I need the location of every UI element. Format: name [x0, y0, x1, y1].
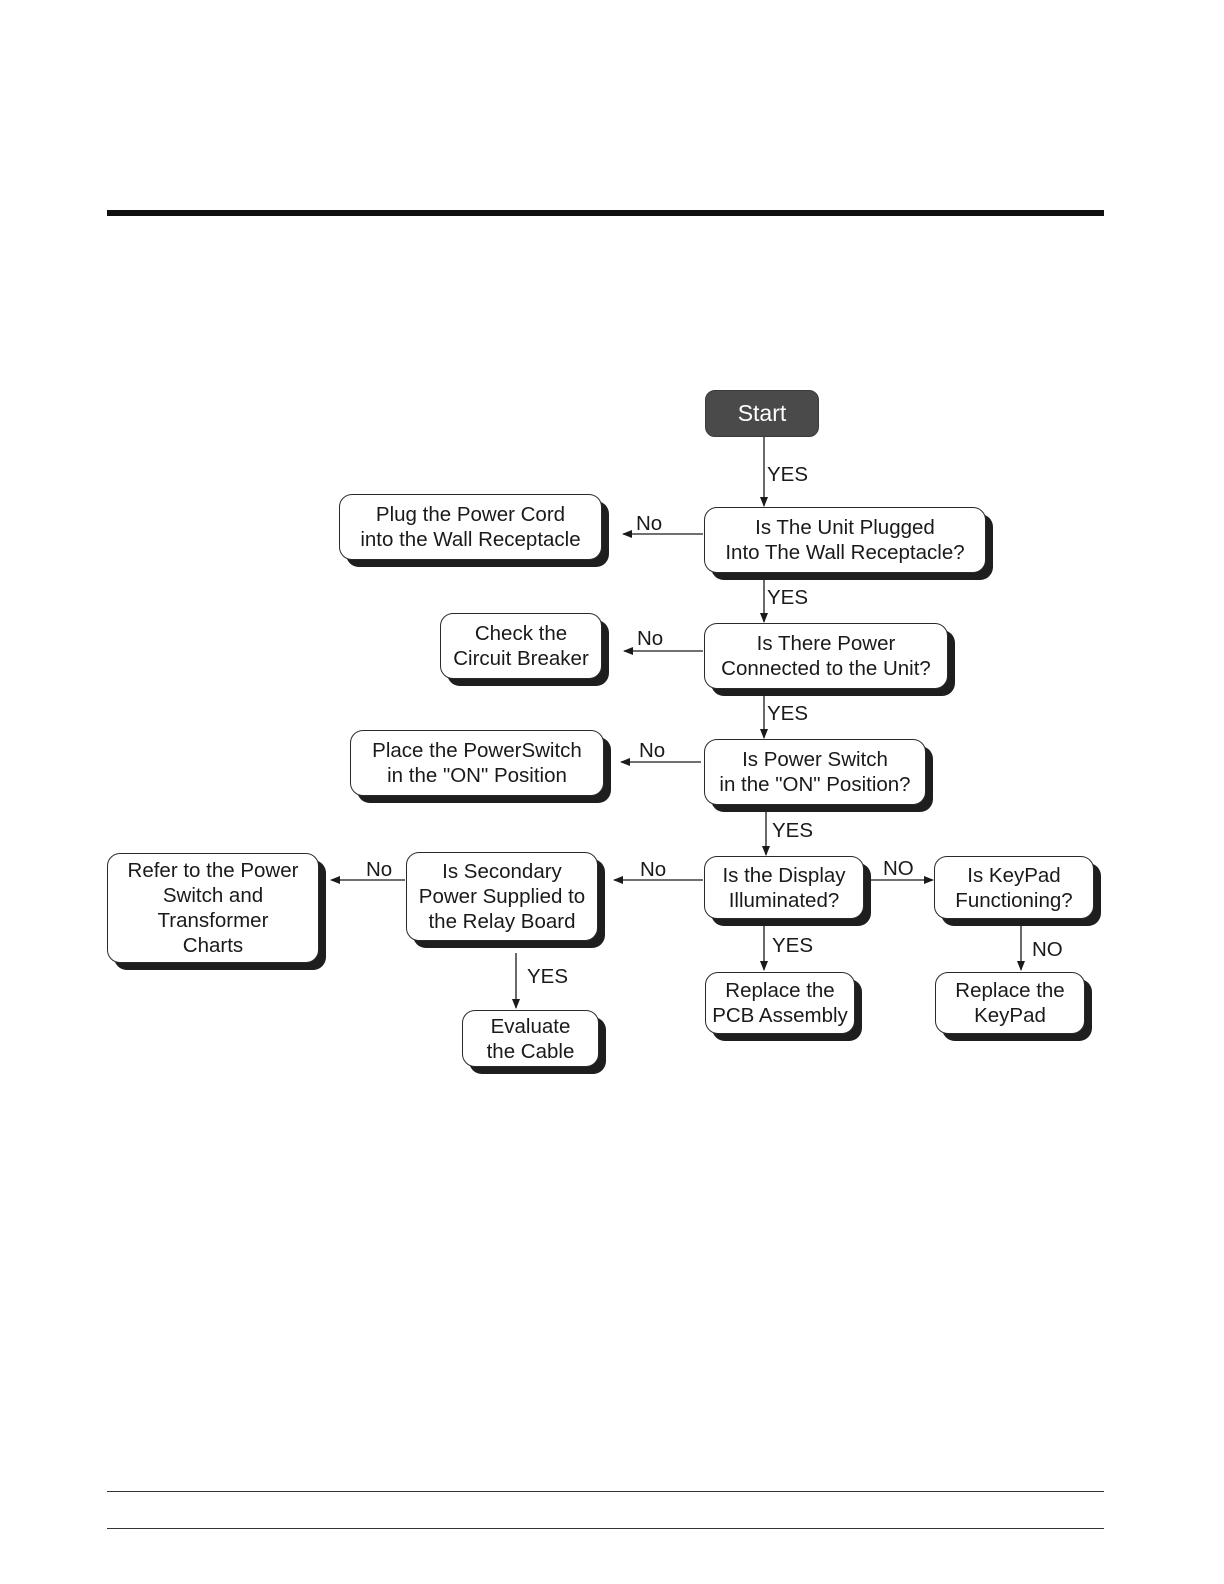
start-node: Start: [705, 390, 819, 437]
label-yes-secondary: YES: [527, 965, 569, 988]
is-power-connected-box: Is There Power Connected to the Unit?: [704, 623, 948, 689]
footer-rule-top: [107, 1491, 1104, 1492]
is-secondary-power-box: Is Secondary Power Supplied to the Relay…: [406, 852, 598, 941]
is-display-illuminated-box: Is the Display Illuminated?: [704, 856, 864, 919]
replace-pcb-box: Replace the PCB Assembly: [705, 972, 855, 1034]
label-yes-plugged: YES: [767, 586, 809, 609]
replace-keypad-box: Replace the KeyPad: [935, 972, 1085, 1034]
plug-power-cord-box: Plug the Power Cord into the Wall Recept…: [339, 494, 602, 560]
label-no-switch: No: [639, 739, 666, 762]
label-no-secondary: No: [366, 858, 393, 881]
evaluate-cable-box: Evaluate the Cable: [462, 1010, 599, 1067]
is-power-switch-on-box: Is Power Switch in the "ON" Position?: [704, 739, 926, 805]
refer-charts-box: Refer to the Power Switch and Transforme…: [107, 853, 319, 963]
label-yes-display: YES: [772, 934, 814, 957]
is-unit-plugged-box: Is The Unit Plugged Into The Wall Recept…: [704, 507, 986, 573]
label-no-display: No: [640, 858, 667, 881]
label-yes-start: YES: [767, 463, 809, 486]
label-no-plugged: No: [636, 512, 663, 535]
header-rule: [107, 210, 1104, 216]
check-breaker-box: Check the Circuit Breaker: [440, 613, 602, 679]
label-yes-power: YES: [767, 702, 809, 725]
label-no-keypad: NO: [1032, 938, 1063, 961]
footer-rule-bottom: [107, 1528, 1104, 1529]
place-powerswitch-box: Place the PowerSwitch in the "ON" Positi…: [350, 730, 604, 796]
label-no-power: No: [637, 627, 664, 650]
label-yes-switch: YES: [772, 819, 814, 842]
is-keypad-functioning-box: Is KeyPad Functioning?: [934, 856, 1094, 919]
label-no-display-keypad: NO: [883, 857, 914, 880]
